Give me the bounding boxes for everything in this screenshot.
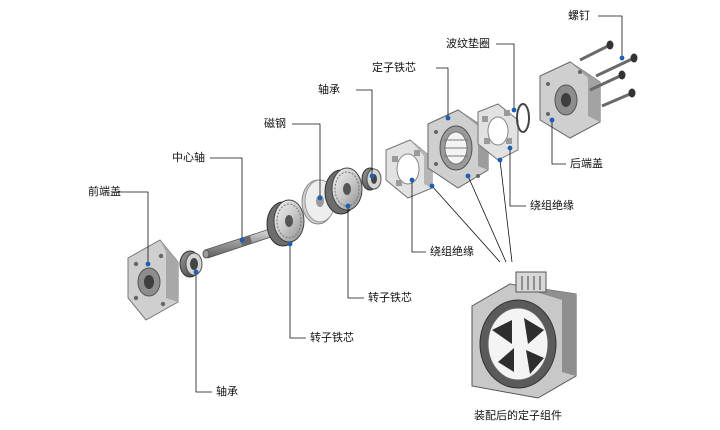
- label-wave-washer: 波纹垫圈: [446, 37, 490, 50]
- label-stator-core: 定子铁芯: [372, 61, 416, 74]
- label-front-cover: 前端盖: [88, 185, 121, 198]
- winding-insulation-right-part: [477, 103, 519, 161]
- leader-lines: [118, 15, 623, 393]
- rotor-core-upper-part: [324, 167, 363, 215]
- label-rotor-core-upper: 转子铁芯: [368, 291, 412, 304]
- screw-4: [601, 88, 636, 108]
- rear-cover-part: [539, 61, 601, 139]
- label-rear-cover: 后端盖: [570, 157, 603, 170]
- screw-2: [595, 53, 638, 78]
- screw-1: [579, 40, 614, 62]
- label-winding-insulation-right: 绕组绝缘: [530, 199, 574, 212]
- label-screw: 螺钉: [568, 9, 590, 22]
- bearing-top-part: [361, 167, 382, 191]
- label-bearing-top: 轴承: [318, 83, 340, 96]
- stator-core-part: [427, 109, 489, 189]
- label-rotor-core-lower: 转子铁芯: [310, 331, 354, 344]
- label-shaft: 中心轴: [172, 151, 205, 164]
- wave-washer-part: [516, 103, 530, 133]
- rotor-core-lower-part: [266, 199, 305, 247]
- bearing-bottom-part: [179, 250, 203, 278]
- label-bearing-bottom: 轴承: [216, 385, 238, 398]
- pointer-dots: [145, 55, 625, 275]
- assembled-stator-part: [471, 271, 577, 399]
- label-winding-insulation-center: 绕组绝缘: [430, 245, 474, 258]
- label-assembled-stator: 装配后的定子组件: [474, 409, 562, 422]
- screw-3: [589, 70, 626, 92]
- winding-insulation-center-part: [385, 139, 433, 199]
- screws-part: [579, 40, 638, 108]
- label-magnet: 磁钢: [264, 117, 286, 130]
- front-cover-part: [127, 239, 179, 321]
